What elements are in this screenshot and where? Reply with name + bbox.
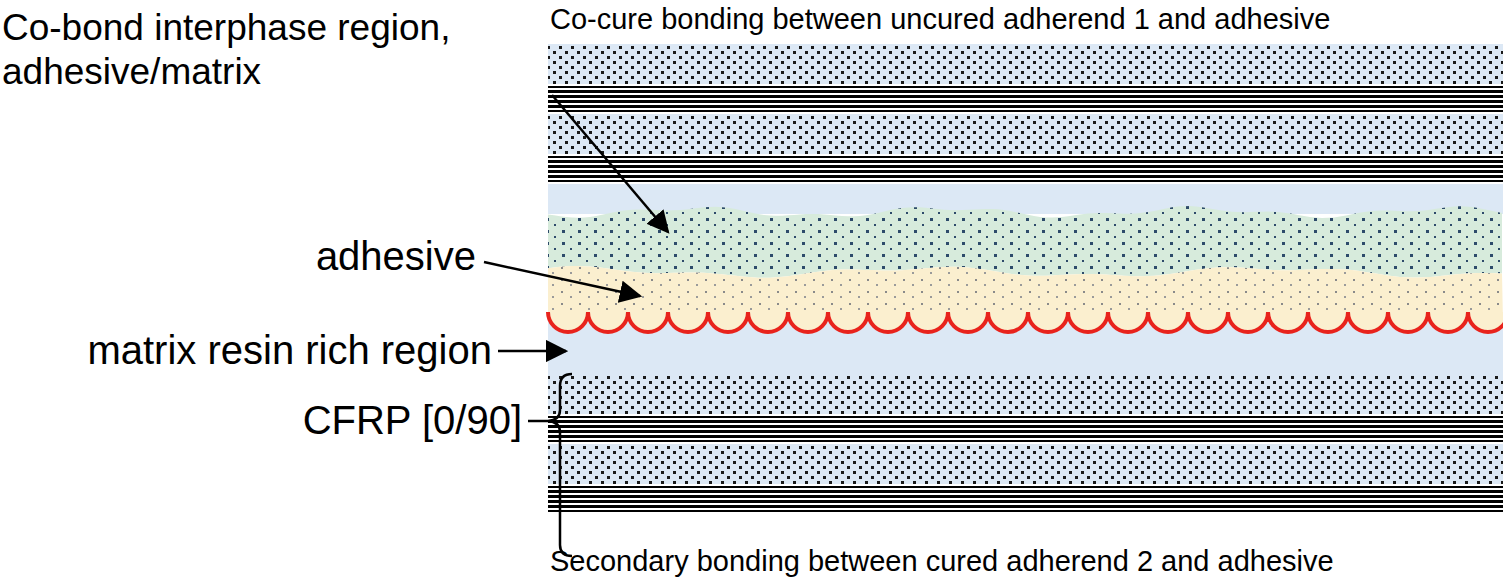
ply-0-texture <box>548 44 1503 84</box>
ply-band <box>548 374 1503 414</box>
leader-line <box>552 95 668 232</box>
ply-band <box>548 156 1503 182</box>
bracket <box>548 374 572 556</box>
caption-text: Secondary bonding between cured adherend… <box>550 544 1334 579</box>
ply-band <box>548 416 1503 442</box>
callout-label: matrix resin rich region <box>87 326 492 374</box>
leader-lines <box>484 95 668 556</box>
callout-label: Co-bond interphase region, adhesive/matr… <box>2 6 547 95</box>
ply-90-texture <box>548 486 1503 512</box>
ply-band <box>548 114 1503 154</box>
scallop-fill <box>548 312 1503 332</box>
secondary-bond-interface <box>548 312 1503 332</box>
ply-90-texture <box>548 416 1503 442</box>
ply-0-texture <box>548 444 1503 484</box>
ply-90-texture <box>548 86 1503 112</box>
caption-text: Co-cure bonding between uncured adherend… <box>550 2 1330 37</box>
leader-line <box>484 262 640 296</box>
ply-band <box>548 330 1503 374</box>
interphase-texture <box>548 206 1502 278</box>
ply-0-texture <box>548 114 1503 154</box>
leader-line <box>498 350 566 353</box>
ply-band <box>548 86 1503 112</box>
callout-label: CFRP [0/90] <box>303 396 522 444</box>
ply-band <box>548 486 1503 512</box>
interphase-region <box>548 206 1502 278</box>
callout-label: adhesive <box>316 232 476 280</box>
ply-layers <box>548 44 1503 512</box>
ply-90-texture <box>548 156 1503 182</box>
ply-band <box>548 444 1503 484</box>
bracket-tick <box>528 420 548 423</box>
ply-0-texture <box>548 374 1503 414</box>
ply-band <box>548 44 1503 84</box>
